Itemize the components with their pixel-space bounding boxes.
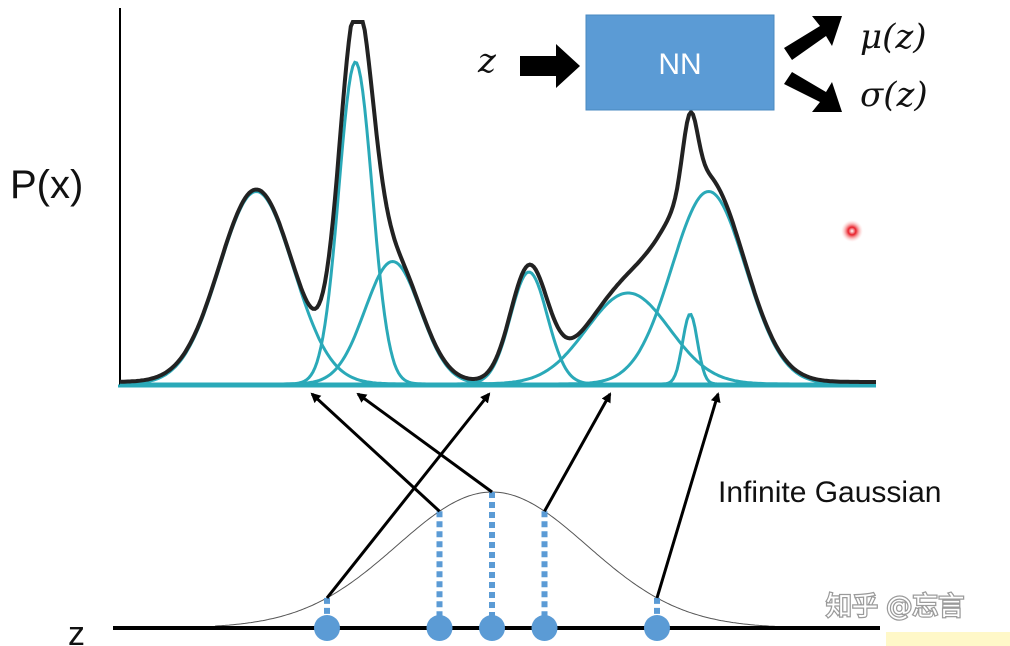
- z-sample-point-3: [479, 615, 505, 641]
- gaussian-component-3: [120, 259, 876, 386]
- infinite-gaussian-caption: Infinite Gaussian: [718, 476, 941, 509]
- gaussian-component-4: [120, 270, 876, 386]
- nn-label: NN: [658, 48, 701, 81]
- mu-output-label: μ(z): [860, 17, 927, 57]
- mu-arrow-icon: [784, 16, 842, 60]
- z-sample-points: [314, 615, 670, 641]
- px-plot: [118, 8, 876, 388]
- mapping-arrow-3: [356, 392, 493, 494]
- sigma-output-label: σ(z): [860, 75, 928, 115]
- input-z-label: z: [477, 41, 497, 81]
- nn-box: [585, 14, 775, 111]
- mapping-arrow-2: [310, 392, 441, 513]
- z-sample-point-2: [426, 615, 453, 641]
- z-prior: [113, 392, 880, 641]
- sample-dashes: [324, 492, 660, 622]
- corner-highlight: [886, 632, 1010, 646]
- watermark-text: 知乎 @忘言: [826, 592, 964, 622]
- watermark: 知乎 @忘言: [825, 591, 966, 624]
- nn-block: z NN μ(z) σ(z): [477, 14, 928, 115]
- laser-pointer-dot: [841, 220, 863, 242]
- y-axis-label: P(x): [10, 163, 83, 207]
- mapping-arrows: [310, 392, 721, 599]
- mapping-arrow-4: [543, 392, 612, 512]
- mapping-arrow-1: [325, 392, 491, 599]
- gaussian-component-5: [120, 291, 876, 386]
- mixture-density-curve: [119, 20, 876, 384]
- z-sample-point-4: [531, 615, 558, 641]
- z-axis-label: z: [68, 615, 85, 646]
- z-sample-point-5: [644, 615, 670, 641]
- input-arrow-icon: [520, 44, 580, 88]
- sigma-arrow-icon: [784, 72, 842, 112]
- z-sample-point-1: [314, 615, 340, 641]
- mapping-arrow-5: [655, 392, 721, 599]
